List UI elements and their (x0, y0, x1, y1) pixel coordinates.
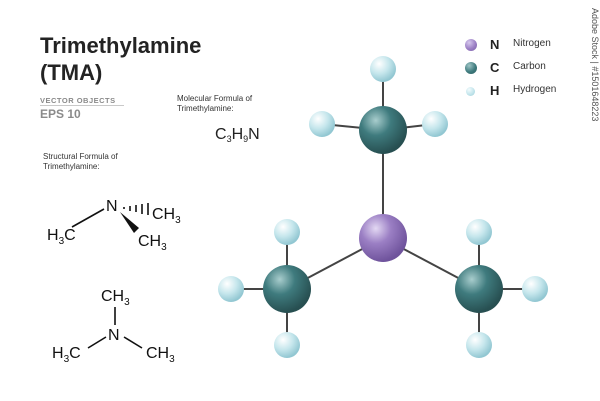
legend-symbol: H (490, 83, 500, 98)
title-line-1: Trimethylamine (40, 33, 202, 58)
skeletal-formula: N H3C CH3 CH3 (47, 198, 181, 253)
lewis-ch3-right: CH3 (146, 345, 175, 365)
formula-h-count: 9 (243, 134, 249, 144)
legend-name: Hydrogen (513, 84, 557, 95)
stock-watermark: Adobe Stock | #1501648223 (590, 8, 600, 122)
bond-line (71, 208, 105, 228)
skeletal-h3c: H3C (47, 227, 76, 247)
formula-n: N (248, 126, 260, 143)
molecular-formula: C3H9N (215, 126, 260, 144)
hydrogen-atom-icon (274, 332, 300, 358)
bond-line (87, 336, 107, 349)
formula-c-count: 3 (226, 134, 232, 144)
hydrogen-atom-icon (522, 276, 548, 302)
bond-line (123, 336, 143, 349)
nitrogen-atom-icon (359, 214, 407, 262)
legend-name: Nitrogen (513, 38, 551, 49)
divider (40, 105, 124, 106)
carbon-atom-icon (455, 265, 503, 313)
eps-label: EPS 10 (40, 107, 81, 121)
carbon-atom-icon (359, 106, 407, 154)
hydrogen-atoms (218, 56, 548, 358)
structural-formula-label: Structural Formula of Trimethylamine: (43, 152, 118, 171)
carbon-atom-icon (263, 265, 311, 313)
hydrogen-swatch-icon (466, 87, 475, 96)
vector-objects-label: VECTOR OBJECTS (40, 96, 116, 105)
legend-symbol: N (490, 37, 500, 52)
hydrogen-atom-icon (422, 111, 448, 137)
legend-symbol: C (490, 60, 500, 75)
molecular-formula-label: Molecular Formula of Trimethylamine: (177, 94, 253, 113)
formula-c: C (215, 126, 227, 143)
carbon-atoms (263, 106, 503, 313)
lewis-ch3-top: CH3 (101, 288, 130, 308)
page-title: Trimethylamine (TMA) (40, 32, 201, 86)
lewis-n: N (108, 327, 120, 344)
hydrogen-atom-icon (466, 219, 492, 245)
solid-wedge-bond (120, 212, 139, 233)
hashed-wedge-bond (123, 203, 149, 215)
hydrogen-atom-icon (309, 111, 335, 137)
lewis-formula: CH3 N H3C CH3 (52, 288, 175, 365)
legend-name: Carbon (513, 61, 546, 72)
hydrogen-atom-icon (466, 332, 492, 358)
skeletal-ch3-down: CH3 (138, 233, 167, 253)
formula-h: H (231, 126, 244, 143)
lewis-h3c: H3C (52, 345, 81, 365)
hydrogen-atom-icon (274, 219, 300, 245)
skeletal-ch3-right: CH3 (152, 206, 181, 226)
carbon-swatch-icon (465, 62, 477, 74)
title-line-2: (TMA) (40, 60, 103, 85)
nitrogen-swatch-icon (465, 39, 477, 51)
skeletal-n: N (106, 198, 118, 215)
hydrogen-atom-icon (218, 276, 244, 302)
hydrogen-atom-icon (370, 56, 396, 82)
